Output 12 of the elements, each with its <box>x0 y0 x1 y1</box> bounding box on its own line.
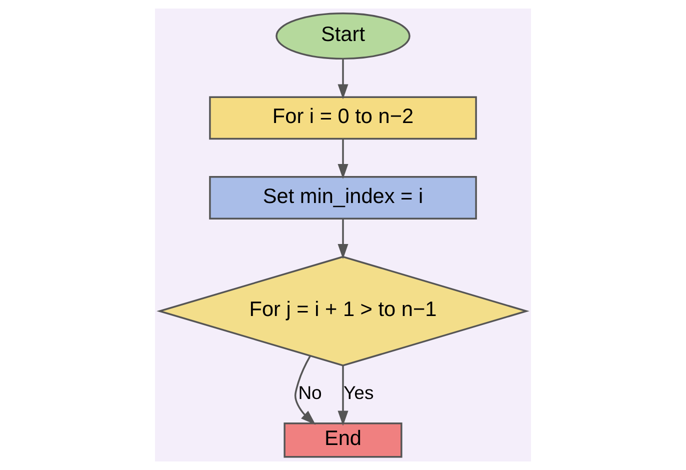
edge-label: No <box>298 382 322 403</box>
arrow <box>338 366 348 426</box>
edge-label: Yes <box>344 382 374 403</box>
arrow <box>294 356 316 425</box>
node-ellipse: Start <box>276 12 410 60</box>
node-box: End <box>284 422 402 458</box>
arrow <box>338 58 348 100</box>
node-box: Set min_index = i <box>209 176 477 220</box>
node-box: For i = 0 to n−2 <box>209 96 477 140</box>
arrow <box>338 218 348 260</box>
arrow <box>338 139 348 180</box>
node-diamond: For j = i + 1 > to n−1 <box>156 256 530 366</box>
